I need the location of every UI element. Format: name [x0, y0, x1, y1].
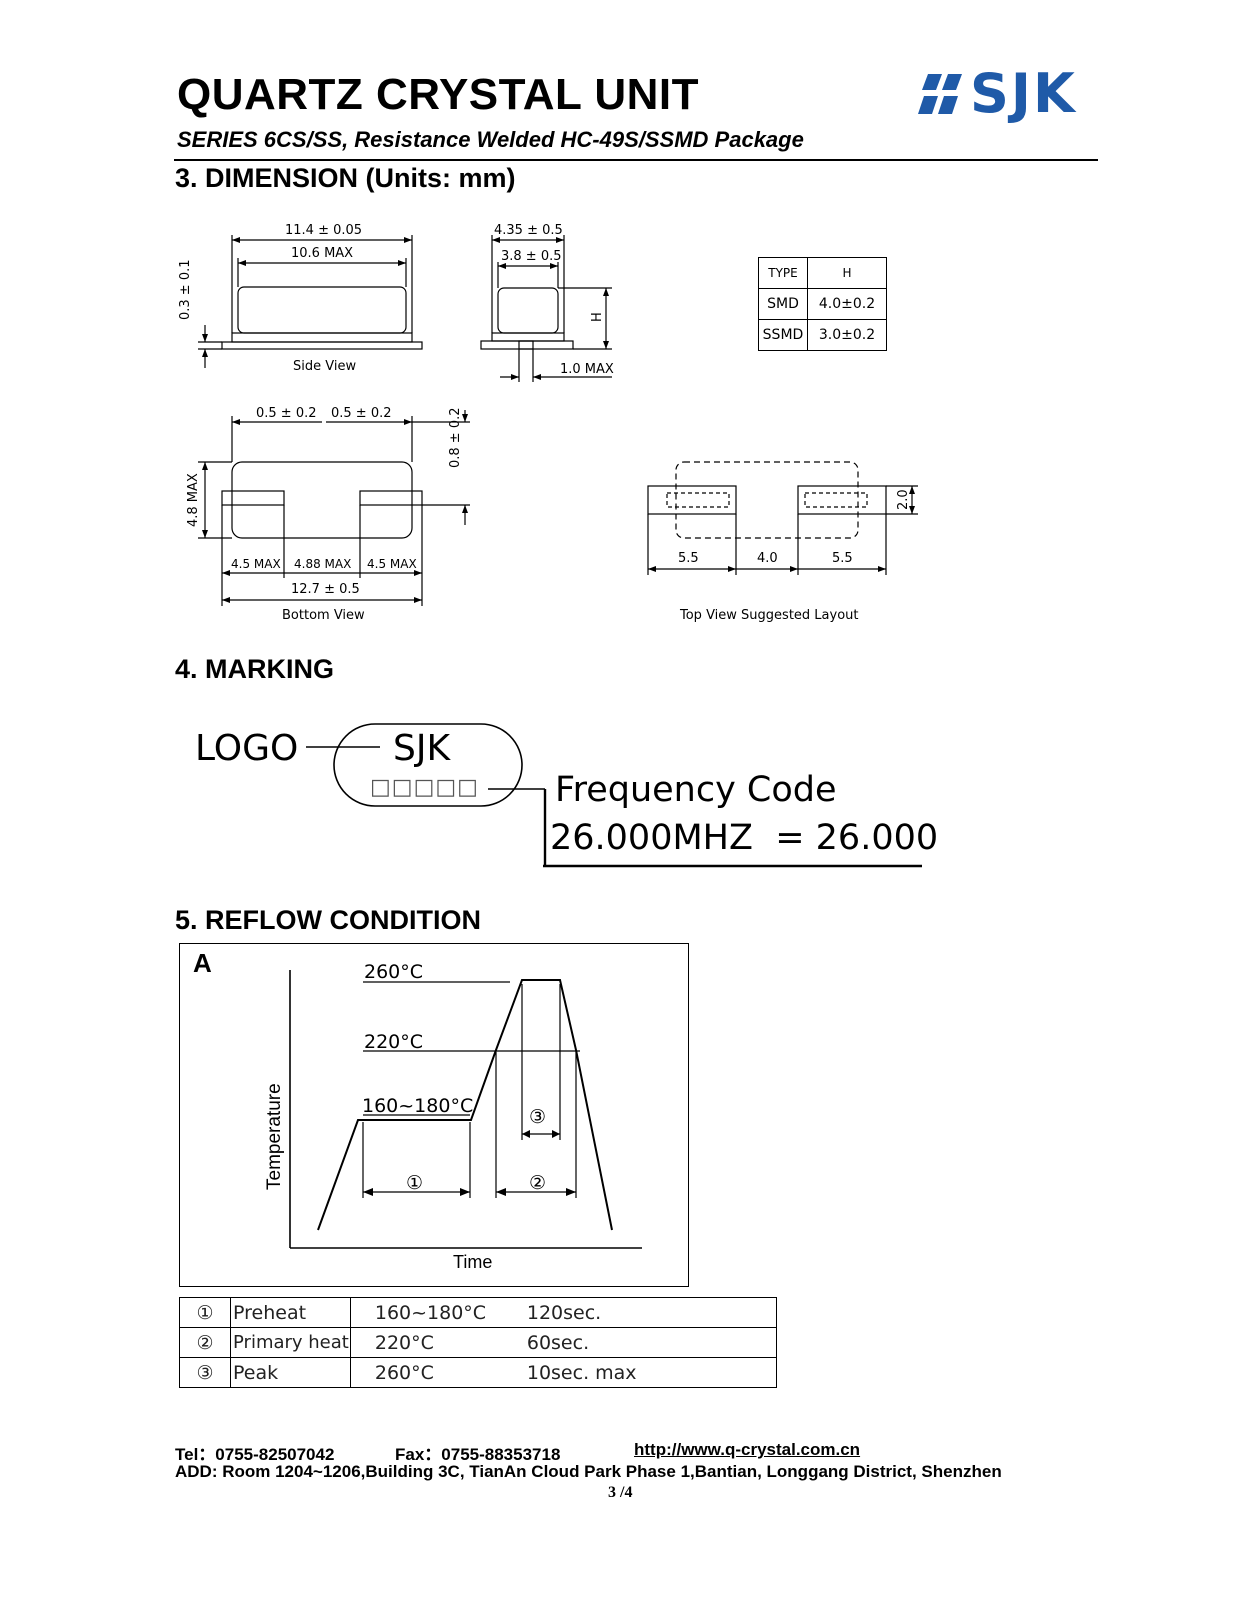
- reflow-preheat-temp-label: 160~180°C: [362, 1095, 474, 1117]
- layout-left-label: 5.5: [678, 551, 699, 566]
- marking-logo-text: SJK: [393, 728, 451, 769]
- logo-text: SJK: [970, 62, 1077, 125]
- side-thickness-label: 0.3 ± 0.1: [178, 259, 193, 320]
- reflow-row-temp: 160~180°C: [350, 1297, 526, 1328]
- reflow-peak-temp-label: 260°C: [364, 961, 424, 983]
- side-width-outer-label: 11.4 ± 0.05: [285, 223, 363, 238]
- end-width-outer-label: 4.35 ± 0.5: [494, 223, 563, 238]
- reflow-row-stage: Primary heat: [230, 1327, 351, 1358]
- bottom-height-label: 4.8 MAX: [186, 473, 201, 527]
- reflow-row-temp: 220°C: [350, 1327, 526, 1358]
- bottom-seg-left-label: 4.5 MAX: [231, 557, 281, 571]
- reflow-zone3-label: ③: [529, 1106, 547, 1128]
- bottom-total-label: 12.7 ± 0.5: [291, 582, 360, 597]
- bottom-view-caption: Bottom View: [282, 608, 365, 623]
- logo-mark-icon: [918, 74, 962, 114]
- layout-height-label: 2.0: [896, 489, 911, 510]
- type-table-cell: 3.0±0.2: [807, 319, 887, 351]
- marking-code-boxes: □□□□□: [370, 775, 479, 800]
- end-pin-label: 1.0 MAX: [560, 362, 614, 377]
- layout-right-label: 5.5: [832, 551, 853, 566]
- footer-website-link[interactable]: http://www.q-crystal.com.cn: [634, 1440, 861, 1459]
- section-marking-heading: 4. MARKING: [175, 654, 335, 684]
- bottom-pad-right-label: 0.5 ± 0.2: [331, 406, 392, 421]
- reflow-primary-temp-label: 220°C: [364, 1031, 424, 1053]
- bottom-seg-mid-label: 4.88 MAX: [294, 557, 352, 571]
- reflow-zone1-label: ①: [406, 1172, 424, 1194]
- page-number: 3 /4: [608, 1484, 633, 1501]
- reflow-row-time: 120sec.: [525, 1297, 777, 1328]
- reflow-chart-frame: [179, 943, 689, 1287]
- type-table-cell: SMD: [758, 288, 808, 320]
- reflow-zone2-label: ②: [529, 1172, 547, 1194]
- bottom-pad-height-label: 0.8 ± 0.2: [448, 407, 463, 468]
- reflow-row-time: 60sec.: [525, 1327, 777, 1358]
- reflow-panel-label: A: [193, 948, 212, 978]
- type-table-header: TYPE: [758, 257, 808, 289]
- type-table: TYPE H SMD 4.0±0.2 SSMD 3.0±0.2: [758, 257, 887, 351]
- side-width-inner-label: 10.6 MAX: [291, 246, 354, 261]
- footer-address: ADD: Room 1204~1206,Building 3C, TianAn …: [175, 1462, 1002, 1481]
- type-table-cell: 4.0±0.2: [807, 288, 887, 320]
- reflow-row-number: ②: [179, 1327, 231, 1358]
- reflow-table: ① Preheat 160~180°C 120sec. ② Primary he…: [179, 1297, 777, 1388]
- document-subtitle: SERIES 6CS/SS, Resistance Welded HC-49S/…: [177, 127, 804, 152]
- table-row: ② Primary heat 220°C 60sec.: [179, 1327, 777, 1358]
- bottom-pad-left-label: 0.5 ± 0.2: [256, 406, 317, 421]
- reflow-row-stage: Preheat: [230, 1297, 351, 1328]
- document-title: QUARTZ CRYSTAL UNIT: [177, 70, 699, 119]
- layout-mid-label: 4.0: [757, 551, 778, 566]
- marking-freq-title: Frequency Code: [555, 770, 837, 810]
- footer-fax: Fax：0755-88353718: [395, 1445, 561, 1464]
- bottom-seg-right-label: 4.5 MAX: [367, 557, 417, 571]
- layout-view-caption: Top View Suggested Layout: [680, 608, 859, 623]
- reflow-row-stage: Peak: [230, 1357, 351, 1388]
- marking-logo-label: LOGO: [195, 728, 299, 769]
- marking-freq-example: 26.000MHZ = 26.000: [550, 818, 939, 858]
- side-view-caption: Side View: [293, 359, 357, 374]
- type-table-cell: SSMD: [758, 319, 808, 351]
- end-width-inner-label: 3.8 ± 0.5: [501, 249, 562, 264]
- reflow-row-number: ③: [179, 1357, 231, 1388]
- end-height-label: H: [590, 312, 605, 322]
- table-row: ① Preheat 160~180°C 120sec.: [179, 1297, 777, 1328]
- footer-tel: Tel：0755-82507042: [175, 1445, 335, 1464]
- reflow-x-axis-label: Time: [453, 1252, 493, 1272]
- header-divider: [174, 159, 1098, 161]
- reflow-row-time: 10sec. max: [525, 1357, 777, 1388]
- reflow-y-axis-label: Temperature: [264, 1083, 285, 1190]
- table-row: ③ Peak 260°C 10sec. max: [179, 1357, 777, 1388]
- section-reflow-heading: 5. REFLOW CONDITION: [175, 905, 481, 935]
- section-dimension-heading: 3. DIMENSION (Units: mm): [175, 163, 516, 193]
- reflow-row-temp: 260°C: [350, 1357, 526, 1388]
- sjk-logo: SJK: [918, 62, 1118, 125]
- reflow-row-number: ①: [179, 1297, 231, 1328]
- type-table-header: H: [807, 257, 887, 289]
